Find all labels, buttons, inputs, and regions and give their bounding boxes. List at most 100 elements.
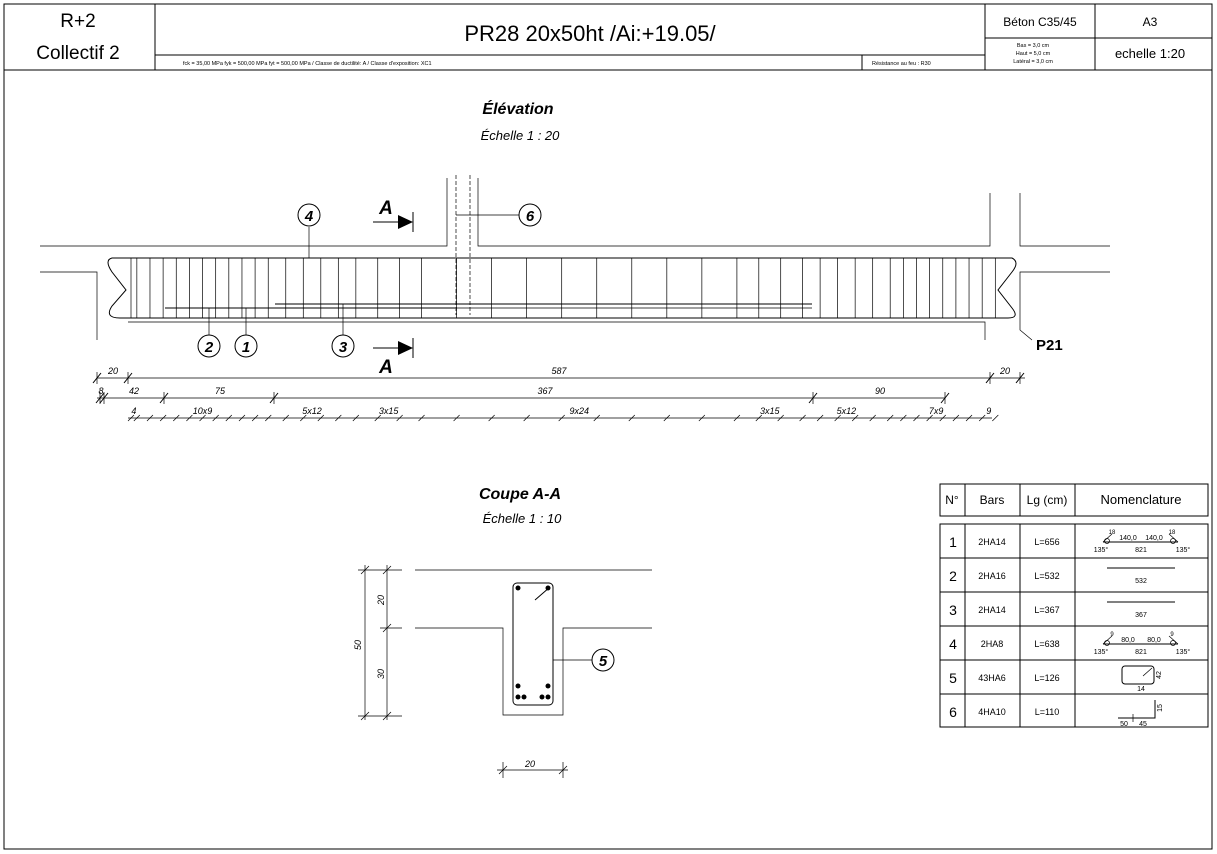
row-bars: 2HA14 [978, 605, 1006, 615]
svg-text:75: 75 [215, 386, 226, 396]
tick [900, 414, 907, 422]
row-number: 3 [949, 602, 957, 618]
svg-text:367: 367 [1135, 612, 1147, 619]
svg-text:1: 1 [242, 339, 250, 356]
row-bars: 2HA16 [978, 571, 1006, 581]
materials-text: fck = 35,00 MPa fyk = 500,00 MPa fyt = 5… [183, 61, 432, 67]
tick [523, 414, 530, 422]
tick [146, 414, 154, 422]
tick [453, 414, 460, 422]
svg-text:9: 9 [1170, 632, 1174, 638]
tick [939, 414, 947, 422]
title-block: R+2 Collectif 2 PR28 20x50ht /Ai:+19.05/… [4, 4, 1212, 71]
tick [628, 414, 636, 422]
tick [869, 414, 876, 422]
bar-shape: 532 [1107, 567, 1175, 585]
section-title: Coupe A-A [479, 486, 561, 503]
tick [733, 414, 741, 422]
tick [173, 414, 180, 422]
svg-text:140,0: 140,0 [1145, 535, 1163, 542]
supports-outline [40, 175, 1110, 341]
svg-text:80,0: 80,0 [1147, 637, 1161, 644]
tick [127, 414, 135, 422]
svg-text:20: 20 [107, 366, 118, 376]
bar-shape: 367 [1107, 601, 1175, 619]
tick [251, 414, 259, 422]
section-view: Coupe A-A Échelle 1 : 10 5 50 20 30 [353, 486, 652, 778]
svg-text:A: A [378, 357, 393, 378]
spacing-label: 7x9 [929, 406, 944, 416]
svg-text:532: 532 [1135, 578, 1147, 585]
cover-side: Latéral = 3,0 cm [1013, 59, 1053, 65]
svg-text:8: 8 [98, 386, 103, 396]
row-length: L=532 [1034, 571, 1059, 581]
tick [952, 414, 960, 422]
svg-text:135°: 135° [1176, 648, 1191, 656]
section-scale: Échelle 1 : 10 [483, 511, 563, 526]
tick [396, 414, 403, 422]
row-number: 6 [949, 704, 957, 720]
svg-text:4: 4 [304, 208, 314, 225]
tick [926, 414, 933, 422]
row-bars: 43HA6 [978, 673, 1006, 683]
tick [352, 414, 360, 422]
spacing-label: 3x15 [760, 406, 781, 416]
svg-text:135°: 135° [1094, 546, 1109, 554]
tick [317, 414, 325, 422]
tick [799, 414, 806, 422]
tick [834, 414, 841, 422]
row-length: L=656 [1034, 537, 1059, 547]
svg-text:821: 821 [1135, 547, 1147, 554]
row-bars: 4HA10 [978, 707, 1006, 717]
dimension-row-overall: 20 587 20 [97, 366, 1025, 379]
spacing-label: 5x12 [837, 406, 857, 416]
tick [238, 414, 246, 422]
svg-text:20: 20 [524, 759, 535, 769]
spacing-label: 5x12 [302, 406, 322, 416]
section-mark-top: A [373, 198, 414, 232]
elevation-title: Élévation [482, 99, 553, 118]
tick [978, 414, 986, 422]
tick [133, 414, 141, 422]
elevation-scale: Échelle 1 : 20 [481, 128, 561, 143]
bar-mark-4: 4 [297, 203, 321, 258]
top-bar-4 [107, 257, 1017, 319]
row-number: 5 [949, 670, 957, 686]
svg-text:821: 821 [1135, 649, 1147, 656]
elevation-view: Élévation Échelle 1 : 20 4 6 2 1 3 A A P… [40, 99, 1110, 422]
tick [186, 414, 193, 422]
building-label: Collectif 2 [36, 43, 119, 64]
beam-title: PR28 20x50ht /Ai:+19.05/ [464, 21, 716, 46]
tick [212, 414, 219, 422]
tick [264, 414, 272, 422]
level-label: R+2 [60, 11, 95, 32]
row-length: L=638 [1034, 639, 1059, 649]
svg-text:90: 90 [875, 386, 885, 396]
svg-text:14: 14 [1137, 686, 1145, 693]
tick [374, 414, 381, 422]
row-number: 1 [949, 534, 957, 550]
concrete-class: Béton C35/45 [1003, 15, 1077, 29]
spacing-label: 3x15 [379, 406, 400, 416]
sheet-scale: echelle 1:20 [1115, 46, 1185, 61]
sheet-format: A3 [1143, 15, 1158, 29]
section-mark-bottom: A [373, 338, 414, 378]
dimension-row-bars: 8 42 75 367 90 [97, 386, 945, 399]
section-dimensions: 50 20 30 20 [353, 565, 568, 778]
row-number: 4 [949, 636, 957, 652]
svg-text:135°: 135° [1176, 546, 1191, 554]
row-bars: 2HA14 [978, 537, 1006, 547]
svg-text:18: 18 [1109, 530, 1116, 536]
bar-mark-3: 3 [331, 304, 355, 358]
tick [225, 414, 233, 422]
row-bars: 2HA8 [981, 639, 1004, 649]
tick [965, 414, 973, 422]
